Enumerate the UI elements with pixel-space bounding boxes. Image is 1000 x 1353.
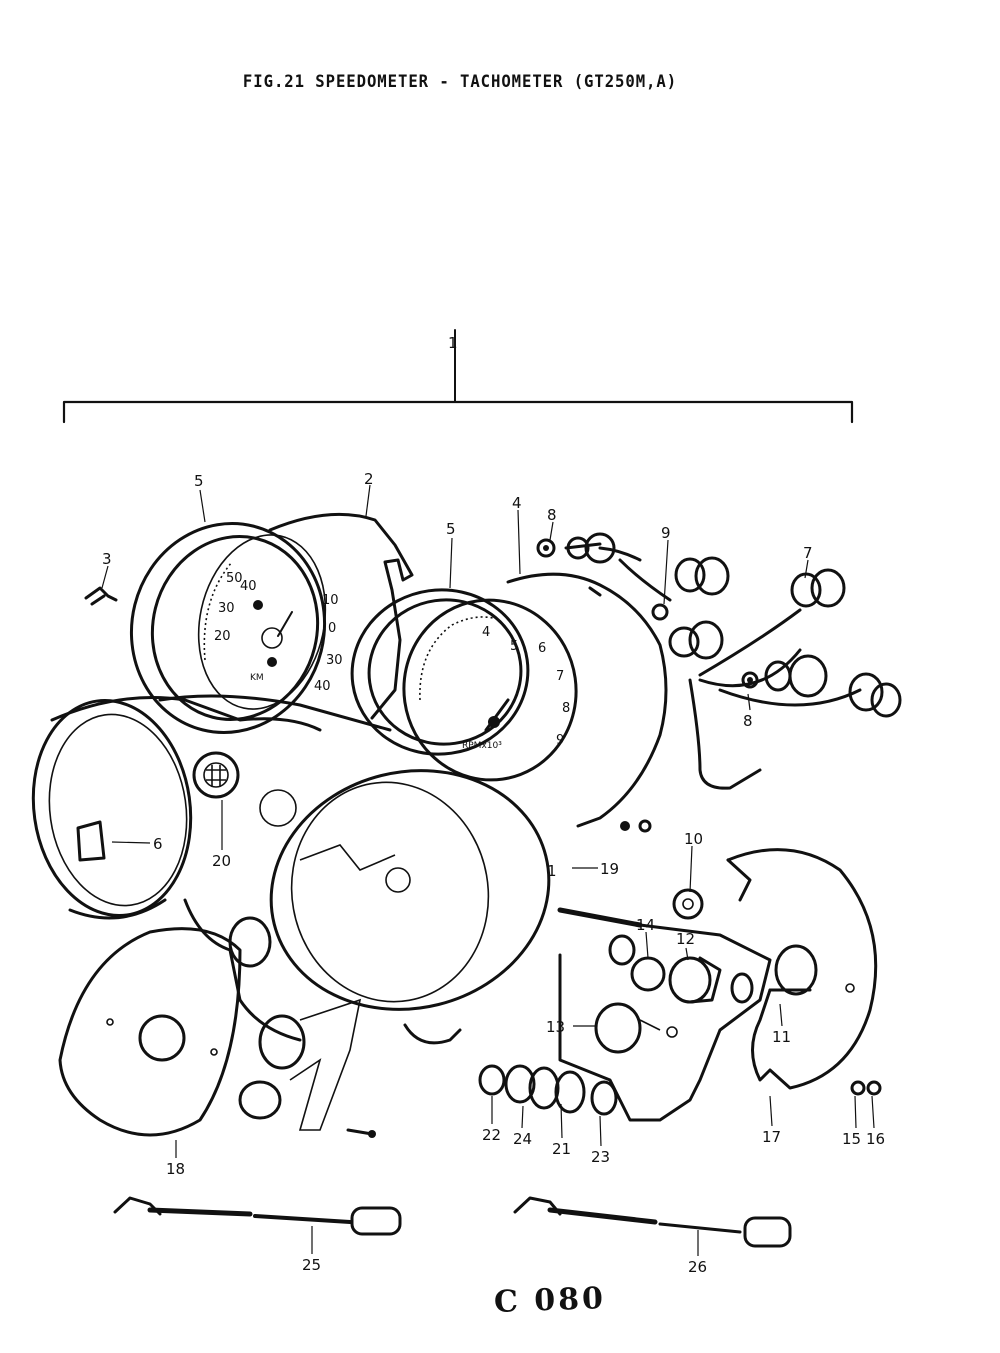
rear-cover-right-icon bbox=[726, 848, 882, 1096]
callout-labels: 1 1 2 3 4 5 5 6 7 8 8 9 10 11 12 13 14 1… bbox=[102, 334, 885, 1276]
callout-8-bottom: 8 bbox=[743, 712, 753, 730]
callout-13: 13 bbox=[546, 1018, 565, 1036]
callout-1: 1 bbox=[448, 334, 458, 352]
callout-21: 21 bbox=[552, 1140, 571, 1158]
tachometer-assembly-icon: 4 5 6 7 8 9 RPMx10³ bbox=[350, 572, 668, 828]
callout-26: 26 bbox=[688, 1258, 707, 1276]
callout-6: 6 bbox=[153, 835, 163, 853]
speedometer-dial-label: 30 bbox=[326, 653, 343, 668]
callout-14: 14 bbox=[636, 916, 655, 934]
speedometer-dial-label: 40 bbox=[314, 679, 331, 694]
screw-icon bbox=[84, 586, 118, 606]
leader-lines bbox=[101, 484, 875, 1256]
callout-5-speedometer-ring: 5 bbox=[194, 472, 204, 490]
callout-2: 2 bbox=[364, 470, 374, 488]
speedometer-dial-label: 30 bbox=[218, 601, 235, 616]
callout-1-case: 1 bbox=[547, 862, 557, 880]
speedometer-dial-label: 50 bbox=[226, 571, 243, 586]
tachometer-dial-label: 6 bbox=[538, 641, 546, 656]
callout-8-top: 8 bbox=[547, 506, 557, 524]
callout-12: 12 bbox=[676, 930, 695, 948]
speedometer-assembly-icon: 50 20 30 40 10 0 30 40 KM bbox=[129, 512, 414, 734]
mounting-bracket-icon bbox=[557, 888, 772, 1122]
drive-cable-icon bbox=[113, 1196, 792, 1248]
washers-and-grommets-icon bbox=[478, 1064, 618, 1116]
rear-cover-left-icon bbox=[58, 927, 242, 1137]
speedometer-dial-label: 40 bbox=[240, 579, 257, 594]
callout-10: 10 bbox=[684, 830, 703, 848]
callout-20: 20 bbox=[212, 852, 231, 870]
callout-19: 19 bbox=[600, 860, 619, 878]
callout-23: 23 bbox=[591, 1148, 610, 1166]
tachometer-dial-label: 5 bbox=[510, 639, 518, 654]
tachometer-dial-label: 8 bbox=[562, 701, 570, 716]
assembly-bracket bbox=[62, 329, 854, 424]
callout-11: 11 bbox=[772, 1028, 791, 1046]
wiring-harness-icon bbox=[536, 532, 902, 833]
figure-title: FIG.21 SPEEDOMETER - TACHOMETER (GT250M,… bbox=[242, 72, 678, 92]
callout-3: 3 bbox=[102, 550, 112, 568]
meter-case-icon bbox=[31, 694, 551, 1138]
callout-4: 4 bbox=[512, 494, 522, 512]
page-code: C 080 bbox=[493, 1281, 607, 1320]
callout-9: 9 bbox=[661, 524, 671, 542]
callout-25: 25 bbox=[302, 1256, 321, 1274]
callout-22: 22 bbox=[482, 1126, 501, 1144]
tachometer-dial-label: 9 bbox=[556, 733, 564, 748]
speedometer-dial-label: 10 bbox=[322, 593, 339, 608]
speedometer-dial-label: 20 bbox=[214, 629, 231, 644]
callout-24: 24 bbox=[513, 1130, 532, 1148]
callout-7: 7 bbox=[803, 544, 813, 562]
speedometer-dial-label: 0 bbox=[328, 621, 336, 636]
callout-18: 18 bbox=[166, 1160, 185, 1178]
speedometer-unit-label: KM bbox=[250, 673, 264, 683]
callout-15: 15 bbox=[842, 1130, 861, 1148]
callout-17: 17 bbox=[762, 1128, 781, 1146]
callout-16: 16 bbox=[866, 1130, 885, 1148]
tachometer-unit-label: RPMx10³ bbox=[462, 741, 502, 751]
callout-5-tachometer-ring: 5 bbox=[446, 520, 456, 538]
tachometer-dial-label: 7 bbox=[556, 669, 564, 684]
tachometer-dial-label: 4 bbox=[482, 625, 490, 640]
